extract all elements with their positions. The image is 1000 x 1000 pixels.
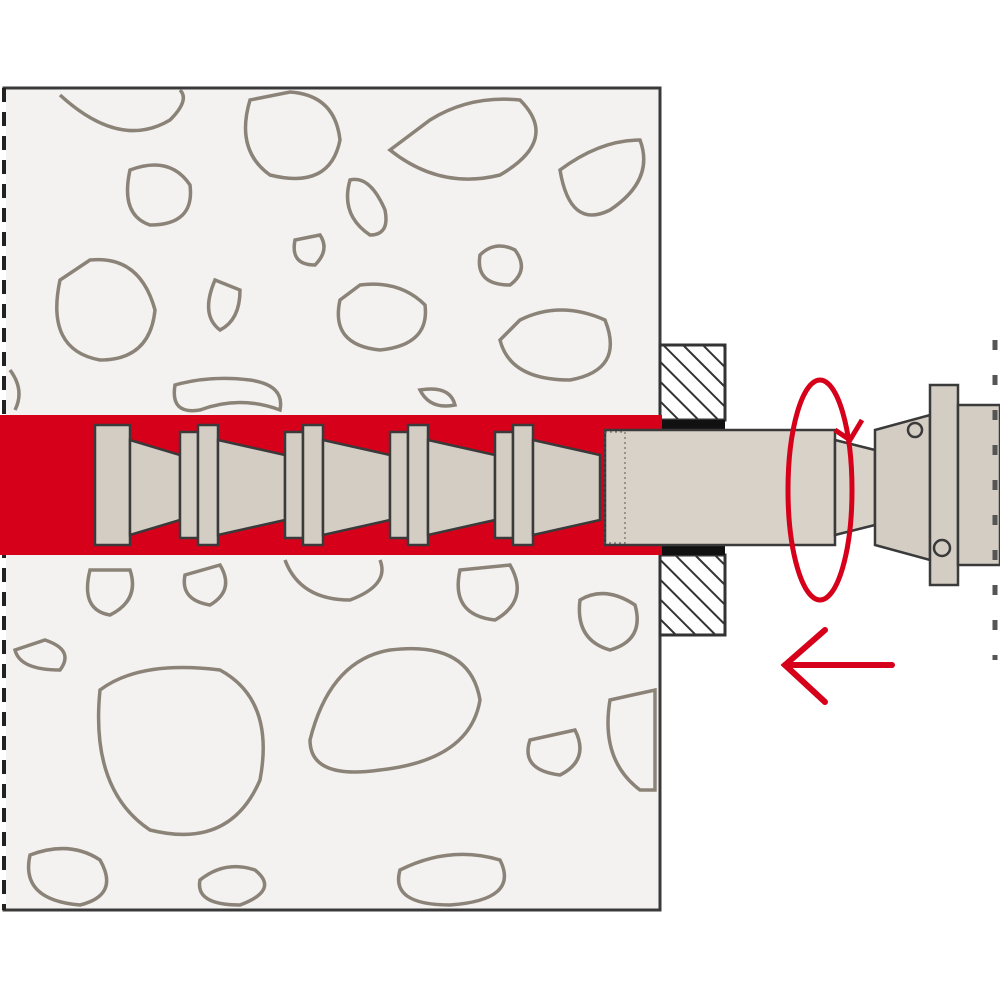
dowel-segment: [301, 423, 410, 547]
dowel: [93, 423, 602, 547]
left-arrow-icon: [780, 627, 895, 705]
setting-tool: [873, 340, 1000, 660]
aggregate-stones: [8, 88, 657, 907]
dowel-segment: [93, 423, 200, 547]
dowel-segment: [196, 423, 305, 547]
rotation-arrow-icon: [785, 377, 865, 603]
dowel-segment: [511, 423, 602, 547]
screw: [603, 428, 877, 547]
